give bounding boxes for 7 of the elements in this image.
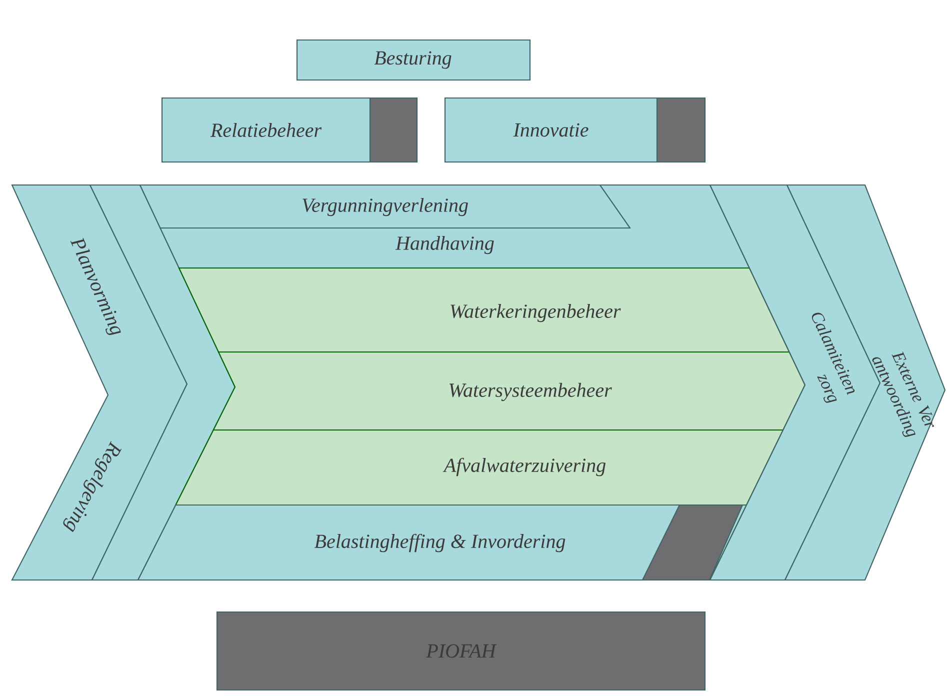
process-band: Watersysteembeheer <box>212 351 806 431</box>
process-band: Vergunningverlening <box>139 184 632 229</box>
process-box: Besturing <box>296 39 531 81</box>
tab-block <box>656 97 706 163</box>
process-band: Waterkeringenbeheer <box>178 267 790 353</box>
tab-block <box>369 97 418 163</box>
tab-block <box>642 504 744 581</box>
